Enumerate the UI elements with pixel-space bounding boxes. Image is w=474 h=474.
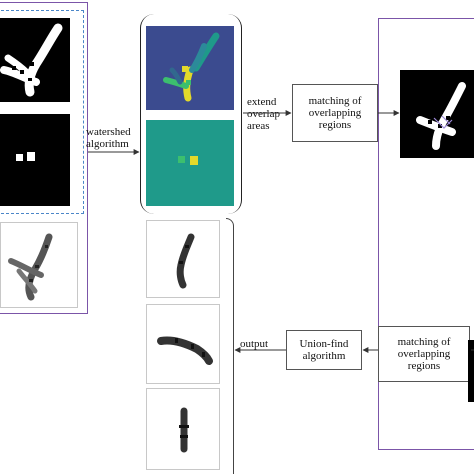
watershed-labels-image [146,26,234,110]
right-group-frame [378,18,474,450]
matching-bottom-line1: matching of [397,336,451,348]
union-find-line1: Union-find [299,338,349,350]
left-group-frame [0,2,88,314]
matching-overlapping-regions-bottom: matching of overlapping regions [378,326,470,382]
extend-label-line2: overlap [247,108,280,120]
output-chromosome-3 [146,388,220,470]
matching-bottom-line3: regions [407,360,441,372]
overlap-mask-image [0,114,70,206]
extend-label-line3: areas [247,120,270,132]
output-chromosome-1 [146,220,220,298]
watershed-label: watershed algorithm [86,126,131,150]
output-chromosome-2 [146,304,220,384]
overlap-labels-image [146,120,234,206]
output-column-frame [226,218,234,474]
union-find-algorithm-box: Union-find algorithm [286,330,362,370]
matching-top-line2: overlapping [308,107,362,119]
extend-label-line1: extend [247,96,277,108]
binary-mask-image [0,18,70,102]
matching-top-line3: regions [318,119,352,131]
right-edge-image [468,340,474,402]
extend-overlap-label: extend overlap areas [247,96,280,132]
watershed-label-line2: algorithm [86,138,129,150]
dashed-group [0,10,84,214]
matched-regions-image [400,70,474,158]
union-find-line2: algorithm [302,350,346,362]
matching-bottom-line2: overlapping [397,348,451,360]
output-label: output [240,338,269,350]
matching-overlapping-regions-top: matching of overlapping regions [292,84,378,142]
original-chromosome-image [0,222,78,308]
watershed-label-line1: watershed [86,126,131,138]
matching-top-line1: matching of [308,95,362,107]
middle-bracket-group [140,14,242,214]
